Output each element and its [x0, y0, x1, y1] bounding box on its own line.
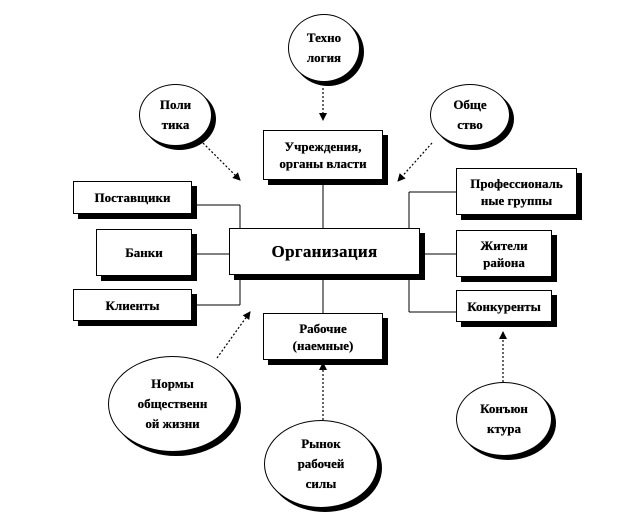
competitors-box: Конкуренты — [456, 290, 552, 322]
technology-ellipse: Техно логия — [288, 14, 360, 82]
labor-market-ellipse: Рынок рабочей силы — [264, 420, 378, 508]
residents-box: Жители района — [456, 230, 552, 277]
professional-groups-box: Профессиональ ные группы — [456, 168, 577, 215]
society-ellipse: Обще ство — [430, 84, 510, 146]
arrow-society — [397, 142, 433, 182]
market-conditions-ellipse: Конъюн ктура — [456, 382, 552, 456]
suppliers-box: Поставщики — [73, 181, 192, 214]
arrow-politics — [202, 142, 241, 181]
organization-box: Организация — [229, 228, 420, 275]
social-norms-ellipse: Нормы общественн ой жизни — [108, 356, 237, 452]
clients-box: Клиенты — [73, 289, 192, 321]
arrow-social-norms — [216, 311, 251, 359]
institutions-box: Учреждения, органы власти — [263, 130, 383, 180]
banks-box: Банки — [96, 229, 192, 276]
workers-box: Рабочие (наемные) — [263, 313, 383, 360]
politics-ellipse: Поли тика — [139, 84, 212, 146]
